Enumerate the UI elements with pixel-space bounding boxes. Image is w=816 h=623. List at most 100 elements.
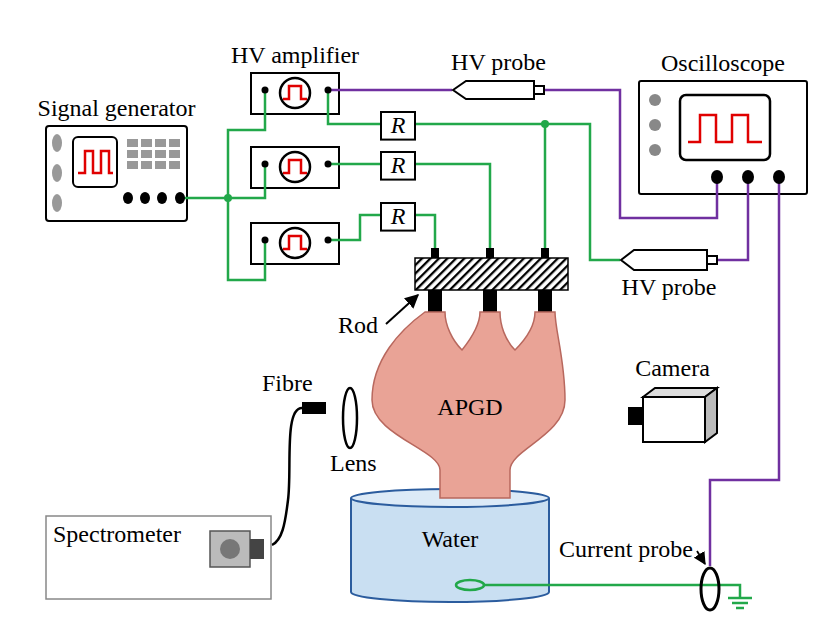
terminal-dot <box>325 87 332 94</box>
keypad-key <box>127 139 138 147</box>
ground-symbol <box>728 597 752 600</box>
wire-connector <box>328 115 380 124</box>
node-text: R <box>391 152 406 180</box>
input-socket <box>773 170 785 184</box>
generator-screen <box>73 137 117 187</box>
device-label: HV amplifier <box>231 42 359 70</box>
ring-node: Current probe <box>699 566 721 612</box>
input-socket <box>742 170 754 184</box>
scope-screen <box>680 95 770 160</box>
camera-side <box>705 388 717 442</box>
electrode-rod <box>415 248 568 312</box>
amp-shape <box>250 72 340 115</box>
probe-shape <box>452 79 545 101</box>
box-outline <box>46 126 187 221</box>
output-socket <box>175 192 185 204</box>
ground-symbol <box>736 607 744 610</box>
keypad-key <box>155 139 166 147</box>
rod-electrode <box>483 290 497 312</box>
probe-body <box>453 81 534 99</box>
ground-symbol <box>732 602 748 605</box>
wire-connector <box>416 124 620 260</box>
device-label: HV probe <box>451 49 546 77</box>
plasma-shape <box>372 312 565 498</box>
fibre-cable <box>272 408 302 545</box>
container-body <box>351 498 549 602</box>
rod-pin <box>486 248 494 258</box>
terminal-dot <box>262 87 269 94</box>
part-label: Lens <box>330 450 377 478</box>
osc-node: Oscilloscope <box>638 80 808 195</box>
amplifier-dial <box>280 152 310 182</box>
amplifier-dial <box>280 78 310 108</box>
ground-electrode <box>456 580 484 590</box>
amp-node: HV amplifier <box>250 72 340 115</box>
wire-connector <box>340 89 452 92</box>
keypad-key <box>127 161 138 169</box>
output-socket <box>157 192 167 204</box>
water-surface <box>351 489 549 507</box>
pulse-symbol <box>283 86 307 99</box>
control-button <box>52 194 62 212</box>
spec-node: Spectrometer <box>45 515 272 600</box>
device-label: HV probe <box>622 274 717 302</box>
spectrometer-device <box>210 531 250 567</box>
wire-connector <box>550 584 699 587</box>
part-label: Rod <box>338 312 378 340</box>
spectrometer-mount <box>250 539 264 559</box>
wire-stub <box>264 90 267 115</box>
control-button <box>52 134 62 152</box>
wire-stub <box>327 90 330 115</box>
keypad-key <box>169 161 180 169</box>
keypad-key <box>155 161 166 169</box>
node-text: R <box>391 112 406 140</box>
rod-pin <box>541 248 549 258</box>
wire <box>328 215 380 240</box>
node-text: Spectrometer <box>53 521 181 549</box>
rod-pin <box>431 248 439 258</box>
pulse-symbol <box>283 160 307 173</box>
rod-holder <box>415 258 568 290</box>
part-label: Fibre <box>262 370 313 398</box>
output-socket <box>123 192 133 204</box>
leader-line <box>697 551 705 564</box>
osc-shape <box>638 80 808 195</box>
wire <box>228 198 265 280</box>
keypad-key <box>169 150 180 158</box>
box-outline <box>381 112 415 140</box>
probe-body <box>621 250 707 270</box>
keypad-key <box>127 150 138 158</box>
control-button <box>649 144 661 156</box>
wire-connector <box>188 115 265 198</box>
control-button <box>52 164 62 182</box>
device-label: Current probe <box>559 536 693 564</box>
wire <box>544 124 547 248</box>
wire-connector <box>710 195 779 566</box>
terminal-dot <box>262 161 269 168</box>
lens-symbol <box>343 388 357 448</box>
probe-shape <box>620 248 718 272</box>
box-outline <box>46 516 271 599</box>
leader-line <box>386 295 418 324</box>
control-button <box>649 119 661 131</box>
node-text: Water <box>422 526 479 554</box>
r-node: R <box>380 151 416 181</box>
keypad-key <box>141 150 152 158</box>
water-node: Water <box>350 488 550 602</box>
spectrometer-port <box>220 539 240 559</box>
box-outline <box>251 73 339 114</box>
terminal-dot <box>262 237 269 244</box>
r-node: R <box>380 111 416 141</box>
current-probe-ring <box>701 568 719 610</box>
cam-node: Camera <box>625 385 720 445</box>
output-socket <box>140 192 150 204</box>
fibre-connector <box>302 402 326 414</box>
terminal-dot <box>325 237 332 244</box>
rod-electrode <box>538 290 552 312</box>
terminal-dot <box>325 161 332 168</box>
device-label: Oscilloscope <box>661 50 785 78</box>
box-outline <box>381 203 415 231</box>
node-text: R <box>391 203 406 231</box>
